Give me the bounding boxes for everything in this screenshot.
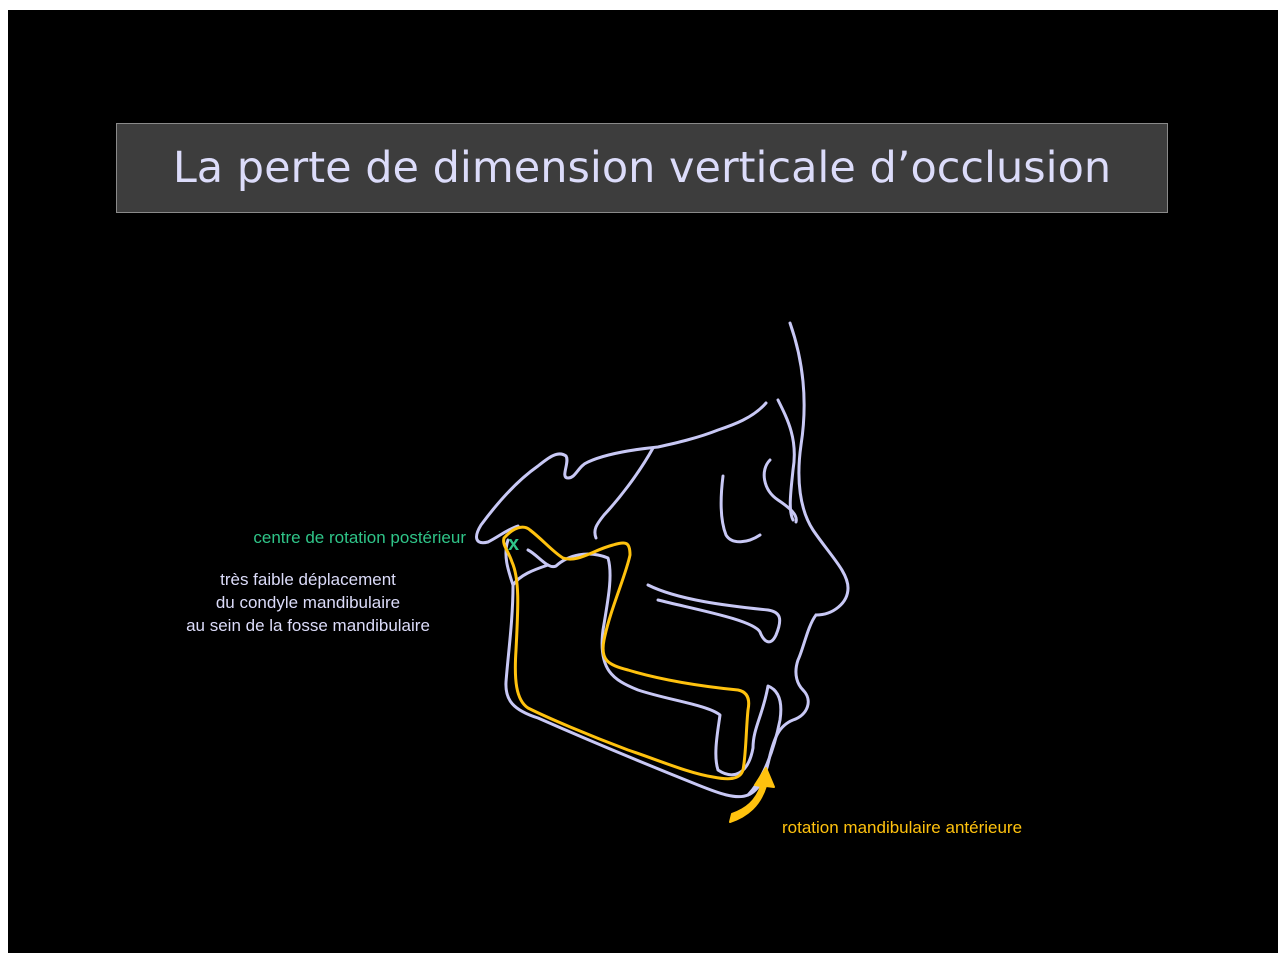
anterior-rotation-label: rotation mandibulaire antérieure	[782, 818, 1023, 837]
note-line: du condyle mandibulaire	[215, 593, 401, 612]
slide-title: La perte de dimension verticale d’occlus…	[172, 143, 1112, 193]
rotation-arrow-icon	[729, 767, 775, 823]
nose-outline	[788, 321, 850, 617]
note-line: au sein de la fosse mandibulaire	[186, 616, 430, 635]
rotation-center-marker-icon: x	[508, 533, 519, 555]
skull-upper-outline	[475, 401, 768, 545]
lower-lip-outline	[746, 688, 810, 797]
skull-profile-diagram: x	[475, 321, 850, 823]
slide: La perte de dimension verticale d’occlus…	[8, 10, 1278, 953]
upper-dental-arch	[646, 583, 782, 644]
original-mandible-outline	[504, 538, 783, 799]
orbit-outline	[762, 458, 798, 524]
condyle-outline	[511, 563, 550, 587]
title-box: La perte de dimension verticale d’occlus…	[116, 123, 1168, 213]
condyle-note: très faible déplacement du condyle mandi…	[138, 568, 478, 637]
zygoma-outline	[719, 474, 762, 544]
upper-lip-outline	[794, 613, 818, 692]
rotation-center-label: centre de rotation postérieur	[253, 528, 466, 547]
rotated-mandible-outline	[502, 525, 751, 781]
note-line: très faible déplacement	[220, 570, 396, 589]
maxilla-upper-line	[593, 446, 655, 540]
